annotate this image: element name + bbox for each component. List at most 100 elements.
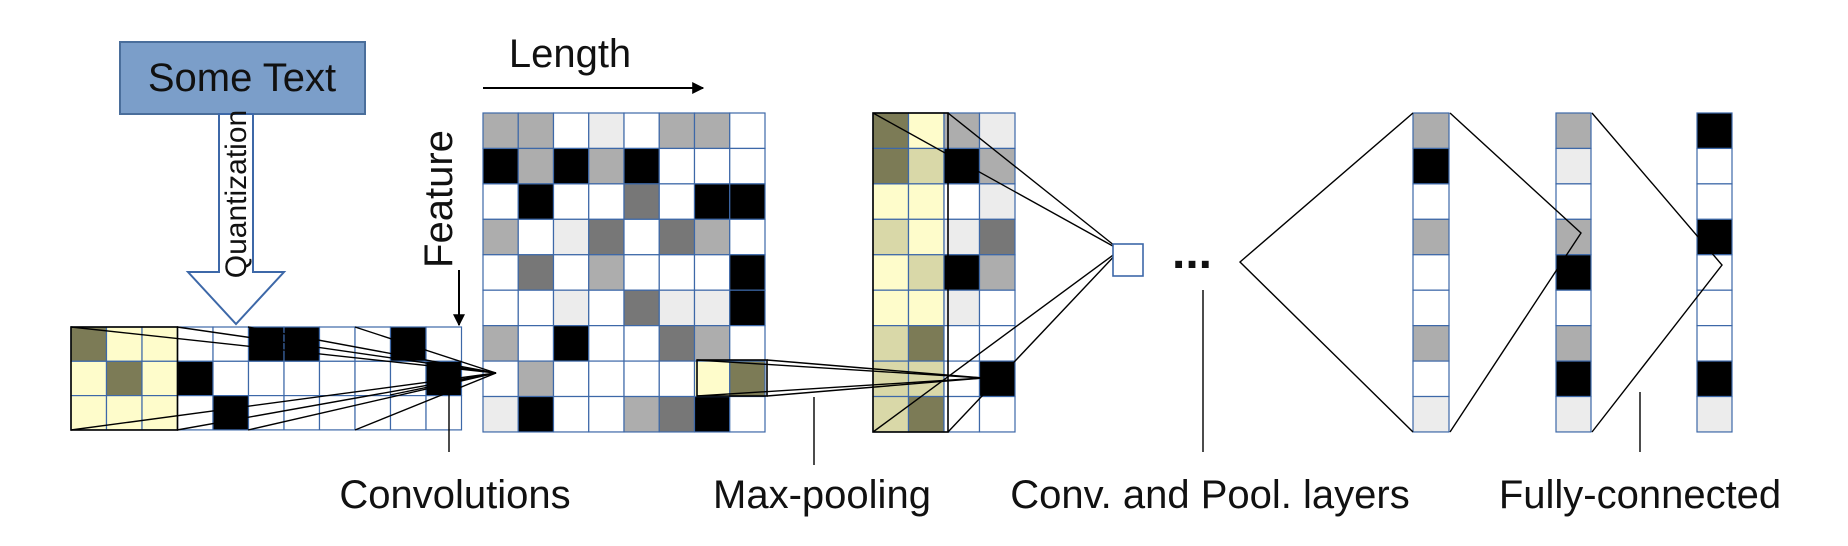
grid-cell <box>283 326 321 362</box>
grid-cell <box>482 254 519 291</box>
grid-cell <box>482 360 519 398</box>
grid-cell <box>105 360 143 397</box>
grid-cell <box>517 360 555 398</box>
grid-cell <box>729 183 766 220</box>
grid-cell <box>552 395 590 433</box>
grid-cell <box>943 218 981 256</box>
grid-cell <box>1696 325 1733 362</box>
grid-cell <box>212 395 250 431</box>
grid-cell <box>70 395 108 431</box>
grid-cell <box>658 289 696 327</box>
grid-cell <box>658 183 696 220</box>
caption-max-pooling: Max-pooling <box>713 473 931 517</box>
grid-cell <box>176 326 214 362</box>
grid-cell <box>517 254 555 291</box>
grid-cell <box>872 112 910 150</box>
fc-connection-1 <box>1449 112 1582 433</box>
kernel-window <box>696 359 768 397</box>
grid-cell <box>482 325 519 362</box>
layer-diamond <box>1238 112 1414 433</box>
grid-cell <box>247 360 285 397</box>
grid-cell <box>872 289 910 327</box>
grid-cell <box>389 360 427 397</box>
grid-cell <box>1412 395 1450 433</box>
convolution-connections <box>70 326 497 431</box>
grid-cell <box>907 395 945 433</box>
grid-cell <box>1696 183 1733 220</box>
caption-convolutions: Convolutions <box>339 473 570 517</box>
grid-cell <box>872 147 910 185</box>
grid-cell <box>517 395 555 433</box>
grid-cell <box>907 183 945 220</box>
grid-cell <box>907 218 945 256</box>
caption-conv-pool-layers: Conv. and Pool. layers <box>1010 473 1409 517</box>
grid-cell <box>1555 254 1592 291</box>
grid-cell <box>907 325 945 362</box>
grid-cell <box>552 254 590 291</box>
fc-connection-2 <box>1591 112 1723 433</box>
grid-cell <box>552 218 590 256</box>
grid-cell <box>693 112 731 150</box>
grid-cell <box>1412 325 1450 362</box>
grid-cell <box>425 395 463 431</box>
grid-cell <box>658 147 696 185</box>
grid-cell <box>623 183 660 220</box>
grid-cell <box>482 395 519 433</box>
grid-cell <box>1412 147 1450 185</box>
grid-cell <box>978 218 1016 256</box>
grid-cell <box>693 183 731 220</box>
grid-cell <box>978 289 1016 327</box>
grid-cell <box>907 147 945 185</box>
grid-cell <box>1555 325 1592 362</box>
grid-cell <box>623 254 660 291</box>
length-label: Length <box>509 32 631 76</box>
grid-cell <box>482 183 519 220</box>
grid-cell <box>1696 360 1733 398</box>
grid-cell <box>1555 147 1592 185</box>
input-matrix <box>70 326 463 431</box>
grid-cell <box>588 360 625 398</box>
grid-cell <box>247 395 285 431</box>
grid-cell <box>623 360 660 398</box>
grid-cell <box>658 325 696 362</box>
quantization-arrow <box>185 113 287 326</box>
caption-pointers <box>448 290 1641 465</box>
grid-cell <box>552 112 590 150</box>
caption-fully-connected: Fully-connected <box>1499 473 1781 517</box>
grid-cell <box>943 254 981 291</box>
grid-cell <box>623 147 660 185</box>
grid-cell <box>517 112 555 150</box>
grid-cell <box>693 218 731 256</box>
grid-cell <box>623 395 660 433</box>
grid-cell <box>729 254 766 291</box>
grid-cell <box>943 112 981 150</box>
grid-cell <box>978 395 1016 433</box>
grid-cell <box>693 147 731 185</box>
grid-cell <box>354 395 392 431</box>
grid-cell <box>907 289 945 327</box>
grid-cell <box>517 218 555 256</box>
grid-cell <box>1555 289 1592 327</box>
grid-cell <box>1555 218 1592 256</box>
grid-cell <box>1696 147 1733 185</box>
grid-cell <box>1412 218 1450 256</box>
grid-cell <box>1696 218 1733 256</box>
grid-cell <box>1412 112 1450 150</box>
grid-cell <box>693 360 731 398</box>
grid-cell <box>588 289 625 327</box>
grid-cell <box>354 360 392 397</box>
kernel-window <box>70 326 179 431</box>
feature-label: Feature <box>417 130 461 268</box>
grid-cell <box>318 360 356 397</box>
input-text-label: Some Text <box>148 56 336 100</box>
grid-cell <box>729 218 766 256</box>
grid-cell <box>658 218 696 256</box>
grid-cell <box>943 395 981 433</box>
grid-cell <box>943 147 981 185</box>
grid-cell <box>1412 360 1450 398</box>
grid-cell <box>978 254 1016 291</box>
kernel-window <box>872 112 949 433</box>
grid-cell <box>943 183 981 220</box>
grid-cell <box>872 360 910 398</box>
grid-cell <box>552 147 590 185</box>
